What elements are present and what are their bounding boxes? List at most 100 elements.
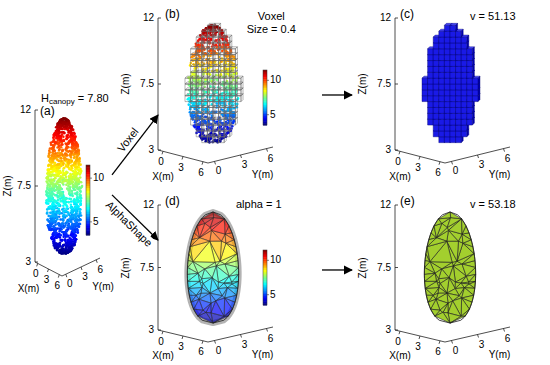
lidar-point: [68, 201, 71, 204]
lidar-point: [68, 140, 71, 143]
lidar-point: [71, 212, 74, 215]
lidar-point: [58, 230, 61, 233]
lidar-point: [65, 207, 68, 210]
lidar-point: [68, 218, 71, 221]
axis-tick-mark: [66, 274, 67, 277]
lidar-point: [51, 192, 54, 195]
lidar-point: [46, 188, 49, 191]
lidar-point: [74, 210, 77, 213]
lidar-point: [62, 251, 65, 254]
lidar-point: [74, 188, 77, 191]
lidar-point: [76, 192, 79, 195]
lidar-point: [63, 180, 66, 183]
lidar-point: [213, 129, 216, 132]
lidar-point: [54, 244, 57, 247]
lidar-point: [56, 154, 59, 157]
lidar-point: [52, 184, 55, 187]
lidar-point: [61, 153, 64, 156]
lidar-point: [51, 165, 54, 168]
lidar-point: [64, 239, 67, 242]
lidar-point: [52, 157, 55, 160]
lidar-point: [210, 79, 213, 82]
axis-tick-mark: [35, 110, 38, 111]
axis-tick-mark: [96, 260, 97, 263]
lidar-point: [62, 222, 65, 225]
lidar-point: [65, 183, 68, 186]
lidar-point: [74, 135, 77, 138]
lidar-point: [63, 198, 66, 201]
lidar-point: [77, 179, 80, 182]
lidar-point: [77, 162, 80, 165]
lidar-point: [81, 185, 84, 188]
lidar-point: [66, 138, 69, 141]
lidar-point: [67, 239, 70, 242]
lidar-point: [50, 154, 53, 157]
axis-tick-mark: [158, 18, 161, 19]
lidar-point: [79, 187, 82, 190]
panel-plot: [35, 110, 100, 278]
lidar-point: [63, 125, 66, 128]
lidar-point: [216, 78, 219, 81]
lidar-point: [49, 185, 52, 188]
lidar-point: [59, 178, 62, 181]
lidar-point: [49, 198, 52, 201]
lidar-point: [66, 227, 69, 230]
lidar-point: [63, 167, 66, 170]
lidar-point: [74, 219, 77, 222]
lidar-point: [50, 142, 53, 145]
lidar-point: [65, 247, 68, 250]
lidar-point: [58, 250, 61, 253]
lidar-point: [64, 148, 67, 151]
lidar-point: [52, 149, 55, 152]
lidar-point: [58, 163, 61, 166]
lidar-point: [69, 140, 72, 143]
lidar-point: [73, 172, 76, 175]
lidar-point: [48, 152, 51, 155]
lidar-point: [53, 194, 56, 197]
lidar-point: [66, 235, 69, 238]
lidar-point: [79, 187, 82, 190]
lidar-point: [79, 190, 82, 193]
lidar-point: [67, 213, 70, 216]
lidar-point: [74, 171, 77, 174]
lidar-point: [54, 152, 57, 155]
floor-axes: [35, 258, 100, 276]
lidar-point: [79, 199, 82, 202]
lidar-point: [54, 211, 57, 214]
lidar-point: [64, 238, 67, 241]
lidar-point: [48, 195, 51, 198]
lidar-point: [58, 211, 61, 214]
lidar-point: [74, 234, 77, 237]
lidar-point: [46, 211, 49, 214]
lidar-point: [63, 132, 66, 135]
lidar-point: [56, 169, 59, 172]
lidar-point: [65, 176, 68, 179]
point-cloud: [45, 117, 83, 255]
lidar-point: [46, 184, 49, 187]
lidar-point: [54, 234, 57, 237]
lidar-point: [57, 196, 60, 199]
lidar-point: [72, 238, 75, 241]
lidar-point: [61, 150, 64, 153]
lidar-point: [49, 198, 52, 201]
lidar-point: [75, 211, 78, 214]
lidar-point: [67, 130, 70, 133]
lidar-point: [59, 157, 62, 160]
lidar-point: [62, 204, 65, 207]
lidar-point: [60, 234, 63, 237]
lidar-point: [52, 136, 55, 139]
lidar-point: [79, 194, 82, 197]
lidar-point: [57, 247, 60, 250]
lidar-point: [59, 186, 62, 189]
lidar-point: [58, 146, 61, 149]
lidar-point: [65, 210, 68, 213]
lidar-point: [73, 243, 76, 246]
lidar-point: [49, 198, 52, 201]
lidar-point: [79, 168, 82, 171]
lidar-point: [63, 157, 66, 160]
lidar-point: [62, 174, 65, 177]
lidar-point: [57, 199, 60, 202]
lidar-point: [46, 177, 49, 180]
lidar-point: [71, 160, 74, 163]
